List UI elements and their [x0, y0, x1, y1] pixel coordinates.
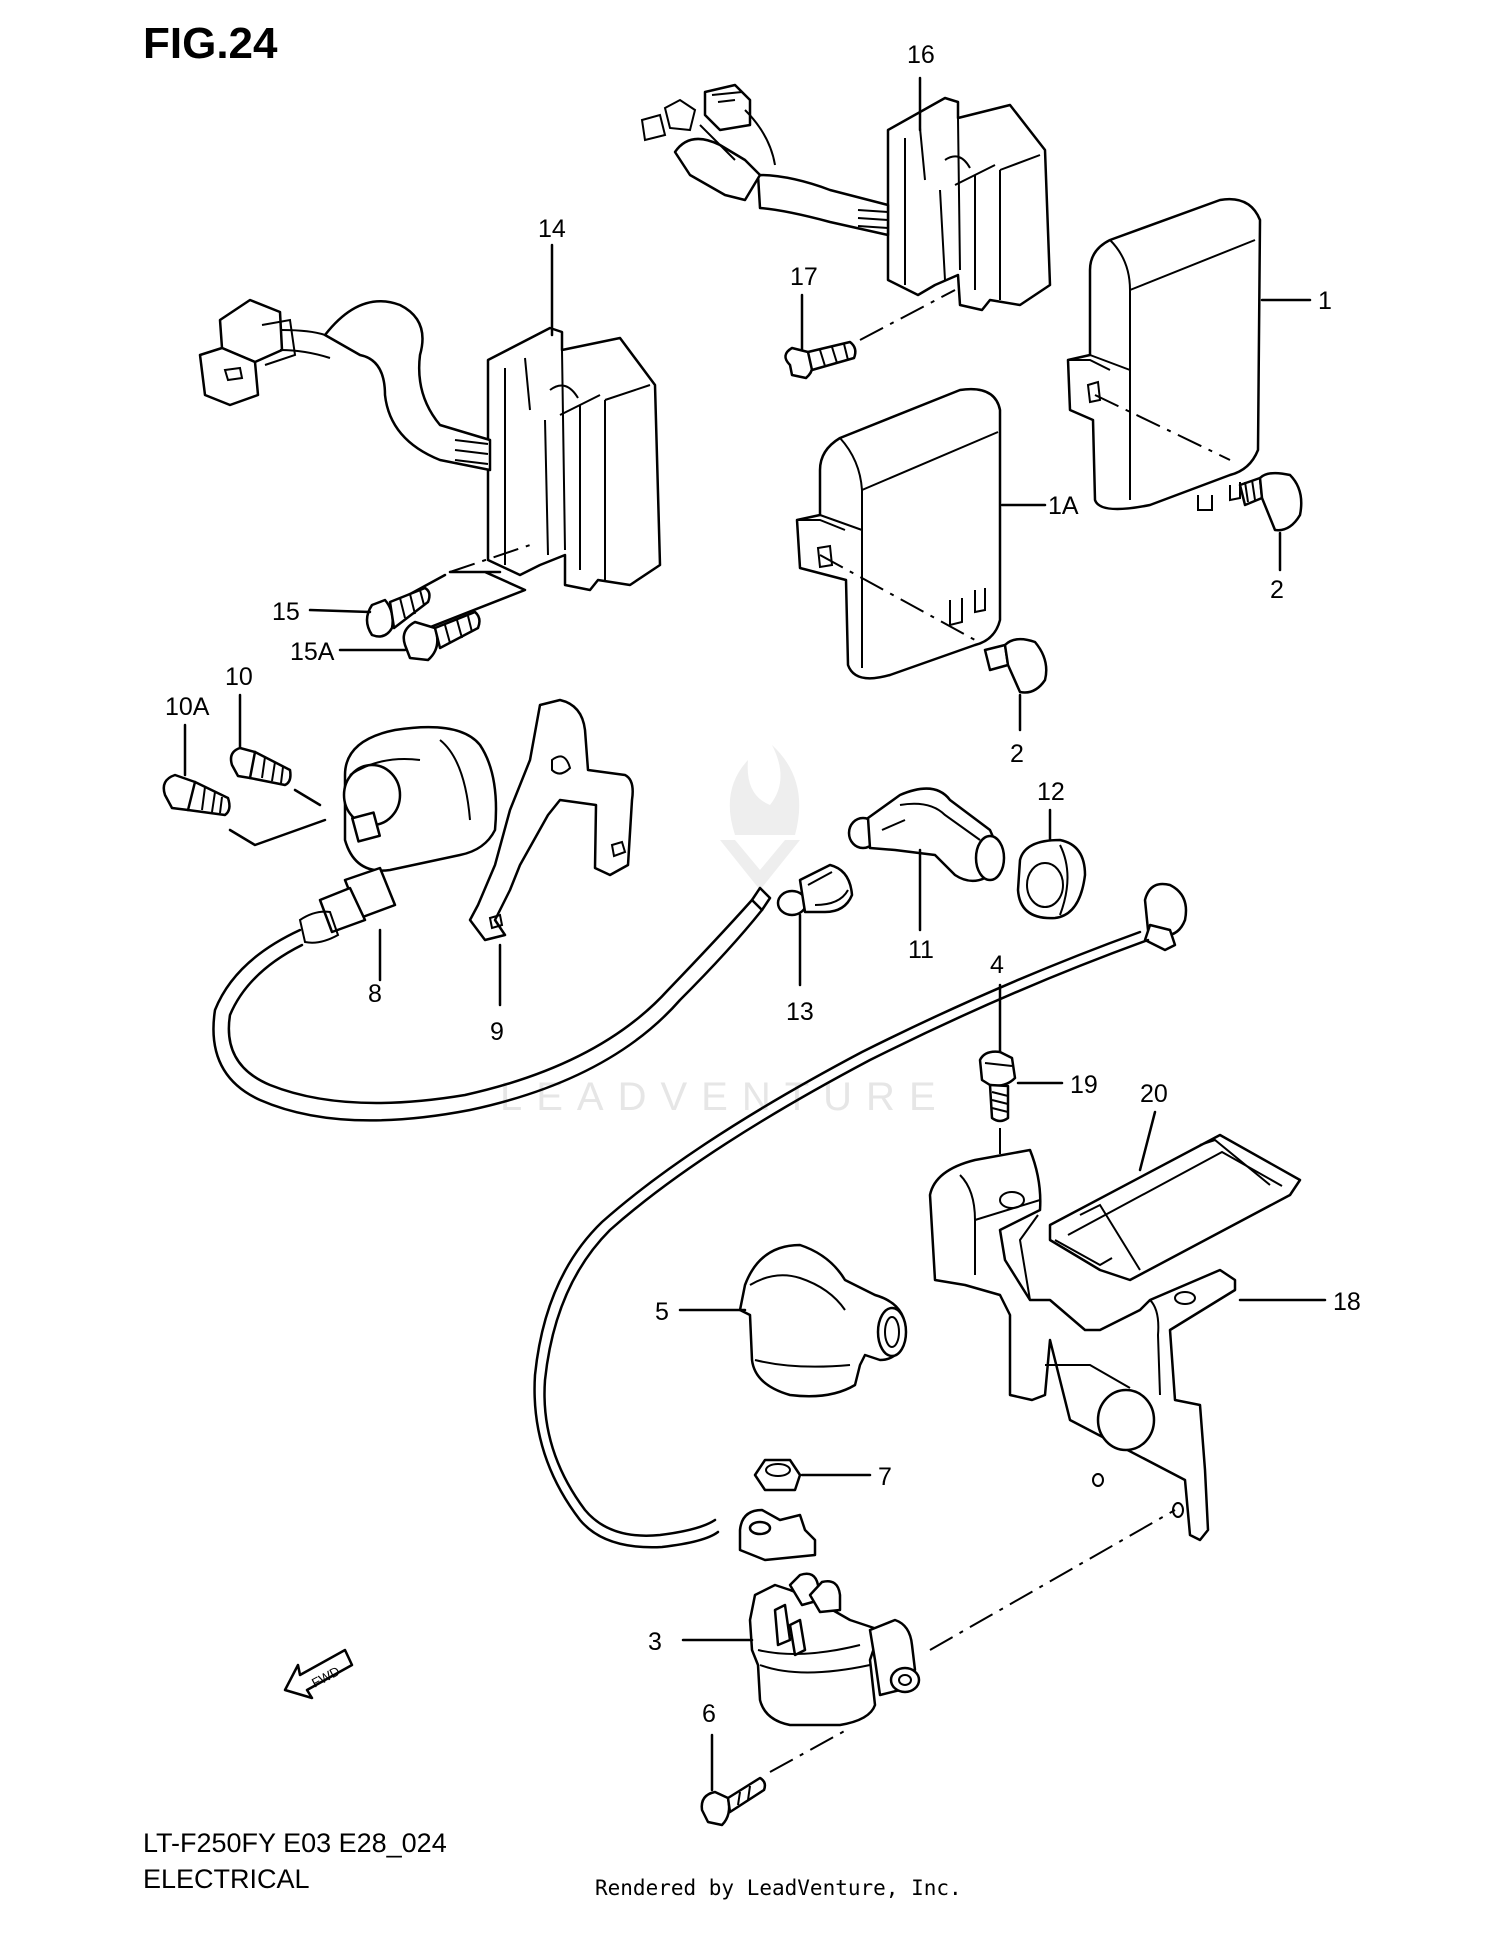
- callout-19: 19: [1070, 1071, 1098, 1099]
- rendered-by-credit: Rendered by LeadVenture, Inc.: [595, 1876, 962, 1900]
- part-2-bolt-right: [1238, 471, 1303, 532]
- figure-title: FIG.24: [143, 19, 278, 68]
- callout-20: 20: [1140, 1080, 1168, 1108]
- callout-2-center: 2: [1010, 740, 1024, 768]
- part-13-spark-plug-cap: [776, 863, 854, 917]
- part-10a-bolt: [162, 773, 231, 817]
- callout-10: 10: [225, 663, 253, 691]
- battery-cable: [533, 882, 1188, 1549]
- part-19-bolt: [978, 1050, 1017, 1123]
- callout-2-right: 2: [1270, 576, 1284, 604]
- part-2-bolt-center: [983, 637, 1048, 694]
- model-code: LT-F250FY E03 E28_024: [143, 1828, 447, 1858]
- part-1-cdi-unit: [1066, 197, 1262, 511]
- callout-17: 17: [790, 263, 818, 291]
- callout-7: 7: [878, 1463, 892, 1491]
- callout-11: 11: [908, 936, 934, 964]
- section-name: ELECTRICAL: [143, 1864, 310, 1894]
- part-10-bolt: [229, 746, 292, 787]
- callout-16: 16: [907, 41, 935, 69]
- part-20-battery-strap: [1048, 1133, 1302, 1282]
- callout-3: 3: [648, 1628, 662, 1656]
- part-17-bolt: [784, 340, 857, 380]
- callout-9: 9: [490, 1018, 504, 1046]
- part-1a-cdi-unit: [795, 387, 1002, 680]
- part-3-starter-relay: [738, 1508, 921, 1727]
- watermark: LEADVENTURE: [500, 745, 950, 1119]
- callout-1a: 1A: [1048, 492, 1079, 520]
- callout-15a: 15A: [290, 638, 335, 666]
- callout-1: 1: [1318, 287, 1332, 315]
- fwd-arrow-icon: FWD: [283, 1648, 354, 1700]
- callout-6: 6: [702, 1700, 716, 1728]
- callout-14: 14: [538, 215, 566, 243]
- callout-4: 4: [990, 951, 1004, 979]
- part-14-regulator: [198, 298, 662, 592]
- part-6-screw: [700, 1776, 767, 1827]
- part-8-ignition-coil: [298, 725, 498, 944]
- part-15a-bolt: [402, 610, 481, 662]
- callout-15: 15: [272, 598, 300, 626]
- part-18-battery-bracket: [928, 1148, 1237, 1542]
- part-5-terminal-boot: [738, 1243, 908, 1398]
- part-12-grommet: [1016, 838, 1087, 920]
- callout-18: 18: [1333, 1288, 1361, 1316]
- part-11-plug-cap-elbow: [847, 787, 1006, 883]
- part-16-regulator: [640, 83, 1052, 312]
- callout-13: 13: [786, 998, 814, 1026]
- part-9-bracket: [468, 698, 634, 942]
- watermark-text: LEADVENTURE: [500, 1075, 950, 1119]
- callout-8: 8: [368, 980, 382, 1008]
- part-15-screw: [365, 586, 431, 638]
- callout-12: 12: [1037, 778, 1065, 806]
- callout-10a: 10A: [165, 693, 210, 721]
- part-7-nut: [753, 1458, 802, 1492]
- callout-5: 5: [655, 1298, 669, 1326]
